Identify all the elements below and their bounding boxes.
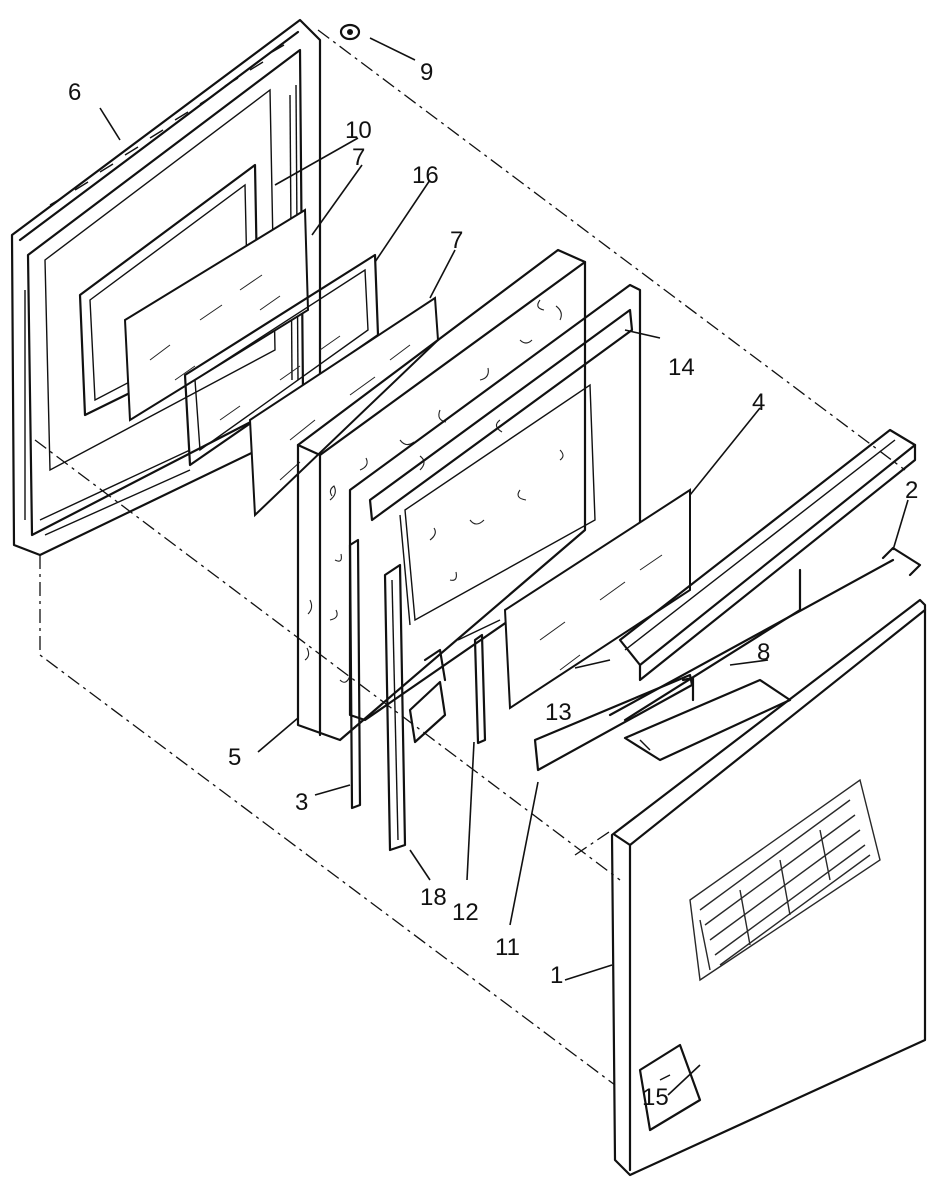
outer-glass-part-4 — [503, 488, 691, 710]
side-trim-part-18 — [383, 563, 407, 852]
insulation-part-5 — [296, 248, 587, 742]
assembly-guide-lines — [34, 29, 906, 1086]
side-channel-part-3 — [348, 538, 362, 810]
outer-door-panel-part-1 — [610, 598, 927, 1177]
callout-13: 13 — [545, 699, 572, 726]
callout-7-upper: 7 — [352, 144, 365, 171]
callout-18: 18 — [420, 884, 447, 911]
callout-1: 1 — [550, 962, 563, 989]
callout-4: 4 — [752, 389, 765, 416]
bottom-strip-part-11 — [533, 673, 694, 772]
callout-11: 11 — [495, 934, 520, 961]
callout-16: 16 — [412, 162, 439, 189]
callout-3: 3 — [295, 789, 308, 816]
callout-12: 12 — [452, 899, 479, 926]
callout-9: 9 — [420, 59, 433, 86]
callout-5: 5 — [228, 744, 241, 771]
callout-15: 15 — [642, 1084, 669, 1111]
callout-14: 14 — [668, 354, 695, 381]
callout-8: 8 — [757, 639, 770, 666]
callout-2: 2 — [905, 477, 918, 504]
screw-part-9 — [339, 23, 361, 41]
glass-panel-part-7 — [248, 296, 440, 518]
leader-lines — [99, 37, 909, 1096]
inner-glass-part-10 — [123, 208, 310, 422]
handle-part-13 — [618, 428, 917, 682]
callout-10: 10 — [345, 117, 372, 144]
small-bracket — [408, 648, 447, 744]
callout-labels: 1 2 3 4 5 6 7 7 8 9 10 11 12 13 14 15 16… — [68, 59, 918, 1111]
callout-7-lower: 7 — [450, 227, 463, 254]
callout-6: 6 — [68, 79, 81, 106]
hinge-strip-part-12 — [457, 619, 501, 745]
